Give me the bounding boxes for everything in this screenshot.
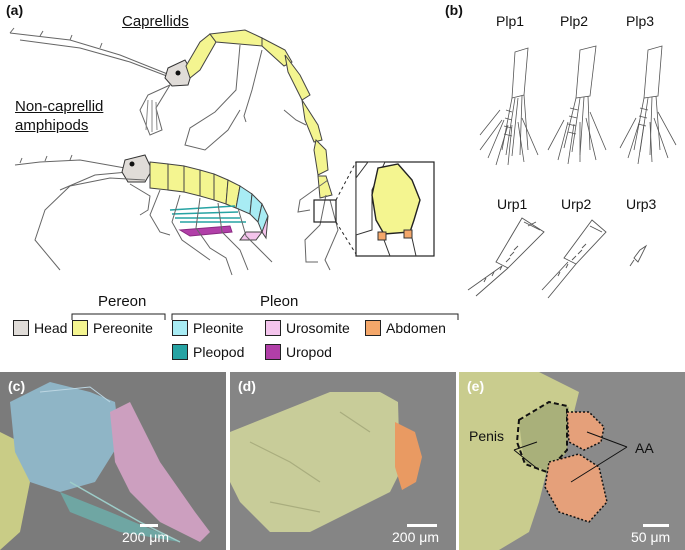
- legend-label-pleonite: Pleonite: [193, 320, 244, 336]
- legend-item-pleonite: Pleonite: [172, 320, 244, 336]
- urp3-label: Urp3: [626, 196, 657, 212]
- sem-d-image: [230, 372, 456, 550]
- legend-label-abdomen: Abdomen: [386, 320, 446, 336]
- scale-label-e: 50 μm: [631, 529, 671, 545]
- caprellid-pereonites: [185, 29, 333, 199]
- legend-swatch-abdomen: [365, 320, 381, 336]
- panel-label-a: (a): [6, 2, 24, 18]
- urp1-drawing: [467, 217, 545, 297]
- amphipod-illustrations: [9, 27, 435, 276]
- sem-panel-e: (e) Penis AA 50 μm: [459, 372, 685, 550]
- legend-item-abdomen: Abdomen: [365, 320, 446, 336]
- amphipod-pleonites: [235, 185, 269, 234]
- caprellids-label: Caprellids: [122, 13, 189, 30]
- urp3-drawing: [629, 244, 648, 267]
- panel-label-e: (e): [467, 378, 485, 394]
- legend-swatch-pereonite: [72, 320, 88, 336]
- legend-swatch-pleopod: [172, 344, 188, 360]
- legend-item-pereonite: Pereonite: [72, 320, 153, 336]
- sem-panel-d: (d) 200 μm: [230, 372, 456, 550]
- scale-bar-d: [407, 524, 437, 527]
- plp1-drawing: [479, 47, 539, 166]
- plp2-label: Plp2: [560, 13, 589, 29]
- urp2-drawing: [541, 219, 607, 299]
- aa-label: AA: [635, 440, 654, 456]
- zoom-detail: [355, 161, 421, 257]
- legend-item-pleopod: Pleopod: [172, 344, 244, 360]
- legend-label-urosomite: Urosomite: [286, 320, 350, 336]
- legend-item-head: Head: [13, 320, 67, 336]
- plp2-drawing: [547, 45, 607, 165]
- legend-group-pereon: Pereon: [98, 293, 147, 310]
- panel-label-c: (c): [8, 378, 26, 394]
- sem-e-image: [459, 372, 685, 550]
- amphipod-head: [121, 154, 153, 183]
- amphipod-pereonites: [149, 161, 241, 209]
- amphipod-uropods: [178, 225, 233, 237]
- plp3-drawing: [619, 45, 677, 165]
- scale-bar-e: [643, 524, 669, 527]
- amphipod-legs: [34, 177, 273, 276]
- legend-swatch-urosomite: [265, 320, 281, 336]
- non-caprellid-label-line1: Non-caprellid: [15, 98, 104, 115]
- amphipod-antennae: [14, 154, 129, 191]
- legend-swatch-head: [13, 320, 29, 336]
- urp2-label: Urp2: [561, 196, 592, 212]
- penis-label: Penis: [469, 428, 505, 444]
- legend-item-uropod: Uropod: [265, 344, 332, 360]
- plp3-label: Plp3: [626, 13, 655, 29]
- plp1-label: Plp1: [496, 13, 525, 29]
- sem-panel-c: (c) 200 μm: [0, 372, 226, 550]
- urp1-label: Urp1: [497, 196, 528, 212]
- legend-swatch-pleonite: [172, 320, 188, 336]
- legend-label-head: Head: [34, 320, 68, 336]
- legend-group-pleon: Pleon: [260, 293, 299, 310]
- legend-swatch-uropod: [265, 344, 281, 360]
- sem-c-image: [0, 372, 226, 550]
- scale-label-c: 200 μm: [122, 529, 169, 545]
- legend-label-uropod: Uropod: [286, 344, 332, 360]
- legend-item-urosomite: Urosomite: [265, 320, 350, 336]
- amphipod-pleopods: [169, 205, 246, 223]
- scale-label-d: 200 μm: [392, 529, 439, 545]
- amphipod-eye: [129, 161, 135, 167]
- appendage-illustrations: [467, 45, 677, 299]
- scale-bar-c: [140, 524, 158, 527]
- legend-brackets: [71, 313, 459, 320]
- legend-label-pereonite: Pereonite: [93, 320, 153, 336]
- panel-label-d: (d): [238, 378, 256, 394]
- non-caprellid-label-line2: amphipods: [15, 117, 89, 134]
- zoom-box-small: [313, 199, 337, 223]
- caprellid-antennae: [9, 27, 173, 79]
- caprellid-eye: [175, 70, 181, 76]
- legend-label-pleopod: Pleopod: [193, 344, 245, 360]
- caprellid-legs: [139, 44, 339, 271]
- panel-label-b: (b): [445, 2, 463, 18]
